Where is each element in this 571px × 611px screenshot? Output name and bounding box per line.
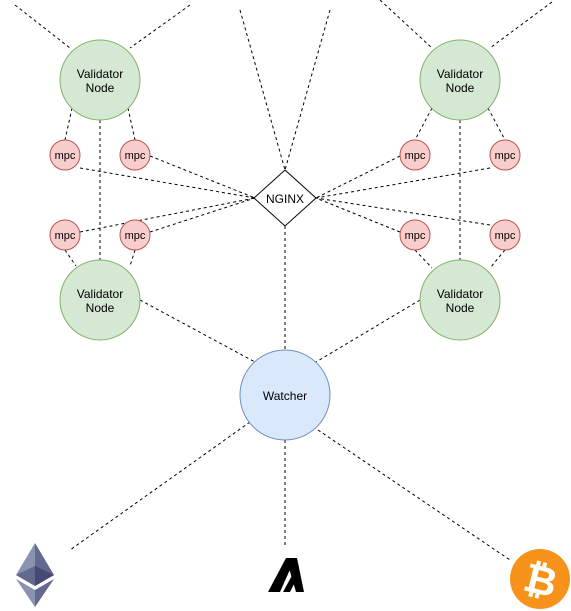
mpc-node[interactable]: mpc bbox=[49, 219, 81, 251]
mpc-label: mpc bbox=[405, 150, 426, 162]
validator-label: Validator bbox=[437, 67, 483, 81]
validator-label: Validator bbox=[77, 67, 123, 81]
mpc-label: mpc bbox=[495, 230, 516, 242]
mpc-label: mpc bbox=[495, 150, 516, 162]
mpc-label: mpc bbox=[55, 230, 76, 242]
algorand-icon bbox=[268, 558, 304, 592]
validator-node-top-left[interactable]: Validator Node bbox=[59, 39, 141, 121]
mpc-node[interactable]: mpc bbox=[49, 139, 81, 171]
mpc-label: mpc bbox=[405, 230, 426, 242]
mpc-node[interactable]: mpc bbox=[489, 219, 521, 251]
watcher-node[interactable]: Watcher bbox=[239, 349, 331, 441]
mpc-node[interactable]: mpc bbox=[489, 139, 521, 171]
validator-label: Node bbox=[446, 301, 475, 315]
mpc-node[interactable]: mpc bbox=[119, 139, 151, 171]
validator-label: Node bbox=[446, 81, 475, 95]
watcher-label: Watcher bbox=[263, 389, 307, 403]
validator-node-bottom-right[interactable]: Validator Node bbox=[419, 259, 501, 341]
validator-label: Validator bbox=[77, 287, 123, 301]
mpc-node[interactable]: mpc bbox=[399, 139, 431, 171]
bitcoin-icon: ₿ bbox=[510, 549, 570, 609]
mpc-node[interactable]: mpc bbox=[399, 219, 431, 251]
nginx-node[interactable]: NGINX bbox=[253, 169, 317, 227]
validator-label: Node bbox=[86, 301, 115, 315]
ethereum-icon bbox=[16, 543, 54, 607]
mpc-label: mpc bbox=[125, 150, 146, 162]
mpc-label: mpc bbox=[125, 230, 146, 242]
nginx-label: NGINX bbox=[266, 192, 304, 206]
validator-node-bottom-left[interactable]: Validator Node bbox=[59, 259, 141, 341]
validator-label: Node bbox=[86, 81, 115, 95]
validator-node-top-right[interactable]: Validator Node bbox=[419, 39, 501, 121]
connectors bbox=[14, 0, 553, 561]
validator-label: Validator bbox=[437, 287, 483, 301]
mpc-node[interactable]: mpc bbox=[119, 219, 151, 251]
mpc-label: mpc bbox=[55, 150, 76, 162]
